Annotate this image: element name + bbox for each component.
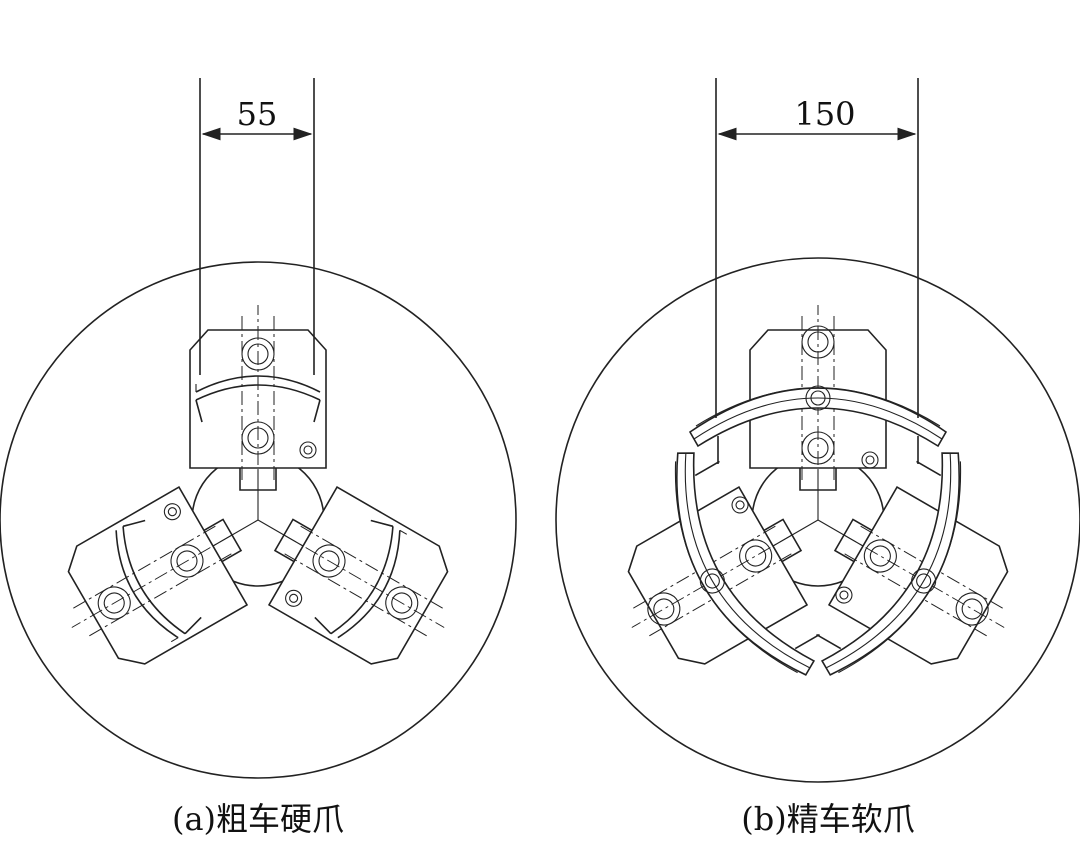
chuck-body-a (0, 261, 517, 779)
panel-a: 55 (a)粗车硬爪 (0, 78, 517, 838)
chuck-body-b (555, 257, 1080, 783)
hard-jaw-top (189, 304, 327, 491)
caption-a: (a)粗车硬爪 (172, 800, 344, 838)
soft-jaw-top (689, 304, 947, 491)
dimension-label-b: 150 (794, 95, 855, 133)
dimension-label-a: 55 (237, 95, 278, 133)
caption-b: (b)精车软爪 (741, 800, 914, 838)
panel-b: 150 (b)精车软爪 (555, 78, 1080, 838)
